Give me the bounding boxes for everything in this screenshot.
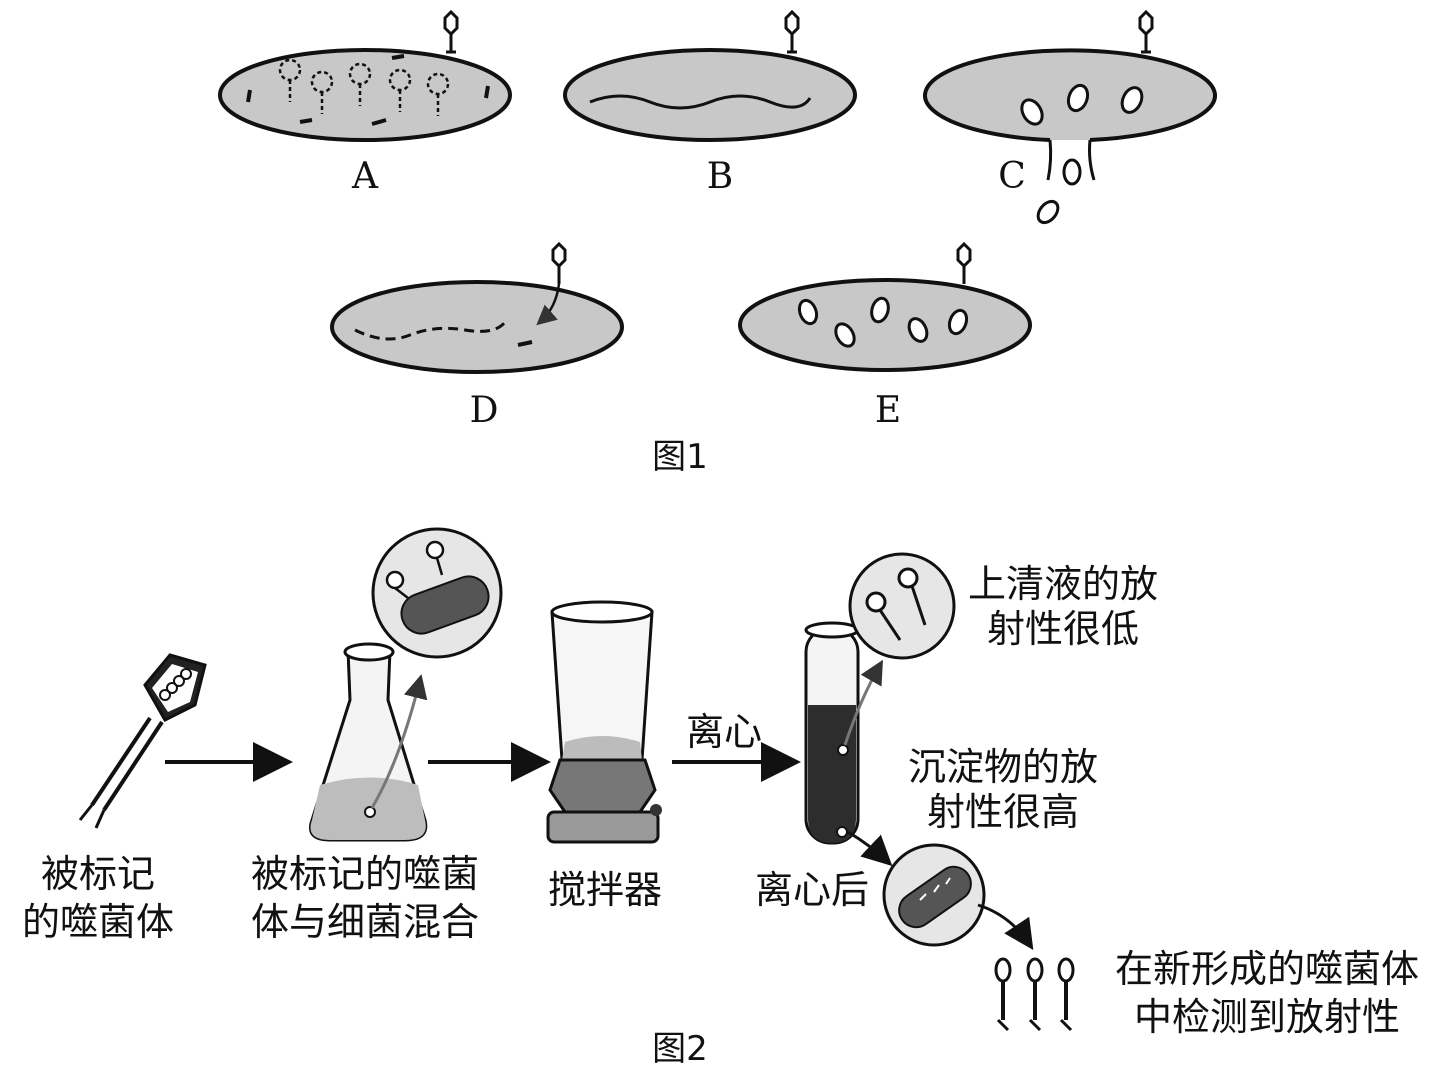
cell-b-label: B: [707, 156, 733, 197]
attached-phage-icon: [784, 9, 800, 54]
attached-phage-icon: [443, 9, 459, 54]
supernatant-label-line2: 射性很低: [987, 607, 1139, 651]
mix-label-line1: 被标记的噬菌: [251, 852, 479, 896]
attached-phage-icon: [956, 241, 972, 284]
figure2-caption: 图2: [652, 1029, 708, 1069]
cell-e: E: [738, 241, 1032, 431]
zoom-empty-phages: [848, 552, 956, 660]
progeny-label-line2: 中检测到放射性: [1134, 995, 1400, 1039]
assembling-phages: [278, 58, 450, 116]
progeny-phages: [797, 296, 969, 348]
mix-label-line2: 体与细菌混合: [251, 900, 479, 944]
cell-e-label: E: [875, 390, 901, 431]
host-dna: [589, 94, 812, 110]
degraded-dna: [354, 320, 507, 341]
progeny-label-line1: 在新形成的噬菌体: [1115, 947, 1419, 991]
cell-b: B: [563, 9, 857, 197]
progeny-phage-icons: [994, 957, 1075, 1032]
supernatant-label-line1: 上清液的放: [968, 562, 1158, 606]
figure1-caption: 图1: [652, 437, 708, 477]
attached-phage-icon: [551, 241, 567, 284]
cell-a-label: A: [351, 156, 379, 197]
pellet-label-line2: 射性很高: [927, 790, 1079, 834]
released-phages: [1020, 83, 1144, 225]
injection-arrow: [536, 283, 561, 326]
cell-d-label: D: [470, 390, 499, 431]
cell-a: A: [218, 9, 512, 197]
pellet-label-line1: 沉淀物的放: [908, 745, 1098, 789]
cell-c: C: [923, 9, 1217, 225]
after-centrifuge-label: 离心后: [755, 868, 869, 912]
cell-d: D: [330, 241, 624, 431]
zoom-infected-bacterium: [882, 843, 1034, 950]
flask-icon: [309, 642, 428, 842]
labeled-phage-label-line2: 的噬菌体: [22, 900, 174, 944]
labeled-phage-icon: [78, 653, 207, 829]
zoom-phage-on-bacterium: [371, 527, 503, 659]
centrifuge-arrow-label: 离心: [686, 710, 762, 754]
dna-fragments: [246, 54, 490, 126]
centrifuge-tube-icon: [804, 621, 893, 867]
labeled-phage-label-line1: 被标记: [41, 852, 155, 896]
blender-label: 搅拌器: [548, 868, 662, 912]
cell-c-label: C: [998, 156, 1026, 197]
blender-icon: [546, 600, 662, 844]
attached-phage-icon: [1138, 9, 1154, 54]
